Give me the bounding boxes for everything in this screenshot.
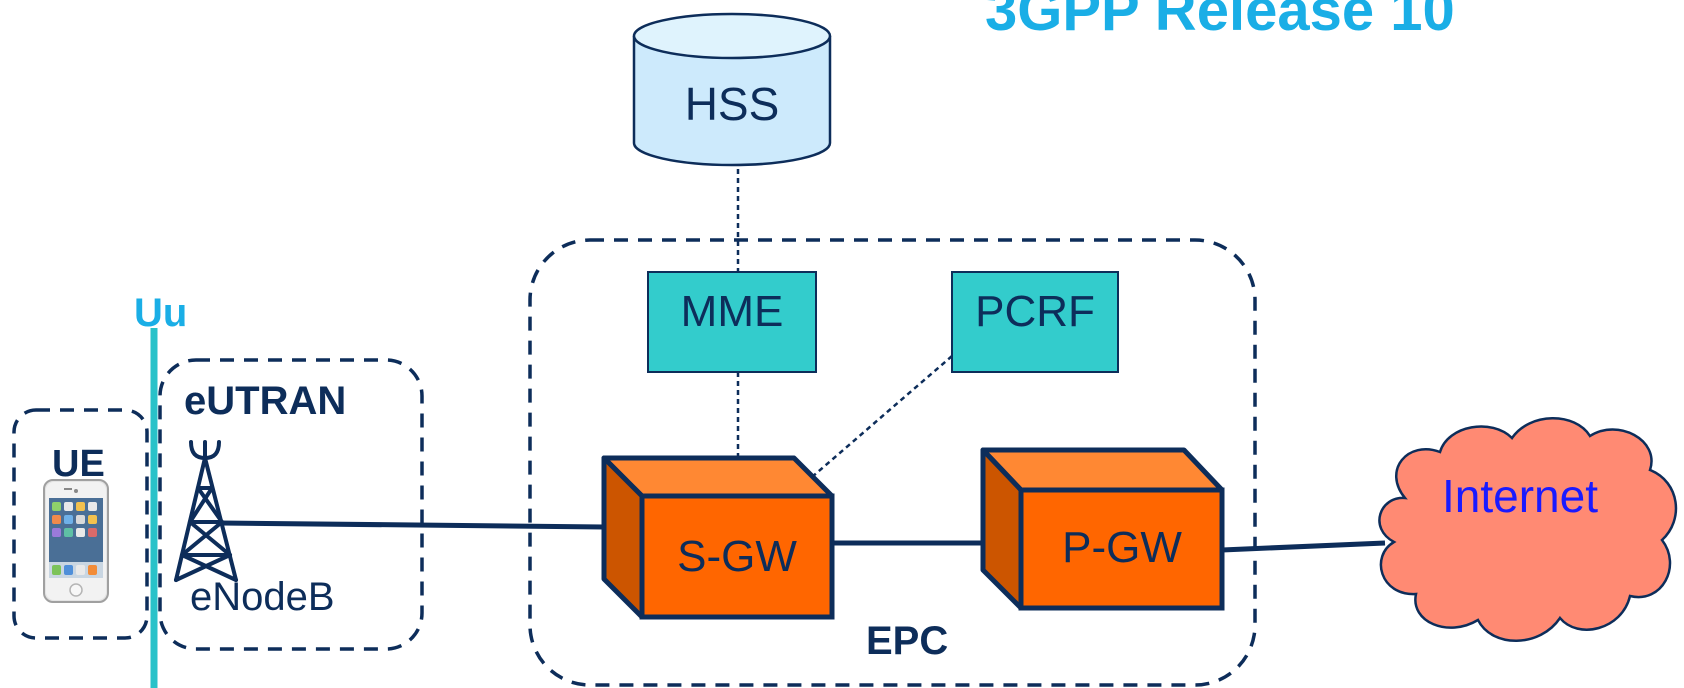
internet-label: Internet [1442, 470, 1598, 522]
pcrf-sgw-link [811, 355, 953, 478]
smartphone-icon [43, 479, 109, 603]
tower-icon [174, 440, 238, 582]
ue-group-boundary [12, 408, 149, 640]
enodeb-sgw-link [219, 520, 605, 530]
epc-label: EPC [866, 619, 948, 663]
sgw-label: S-GW [677, 532, 797, 581]
diagram-title: 3GPP Release 10 [985, 0, 1455, 43]
pgw-label: P-GW [1062, 523, 1182, 572]
enodeb-label: eNodeB [190, 575, 335, 619]
hss-label: HSS [685, 78, 780, 130]
eutran-group-boundary [158, 358, 424, 651]
pcrf-label: PCRF [975, 287, 1095, 336]
pcrf-node: PCRF [951, 271, 1119, 373]
uu-label: Uu [134, 291, 187, 335]
hss-node: HSS [632, 12, 832, 167]
eutran-label: eUTRAN [184, 379, 346, 423]
sgw-node: S-GW [601, 455, 835, 620]
cloud-shape [1378, 417, 1678, 642]
pgw-node: P-GW [980, 447, 1225, 611]
epc-group-boundary [528, 238, 1257, 687]
internet-node: Internet [1378, 417, 1678, 642]
ue-label: UE [52, 443, 105, 485]
mme-node: MME [647, 271, 817, 373]
mme-label: MME [681, 287, 784, 336]
pgw-internet-link [1221, 540, 1386, 553]
